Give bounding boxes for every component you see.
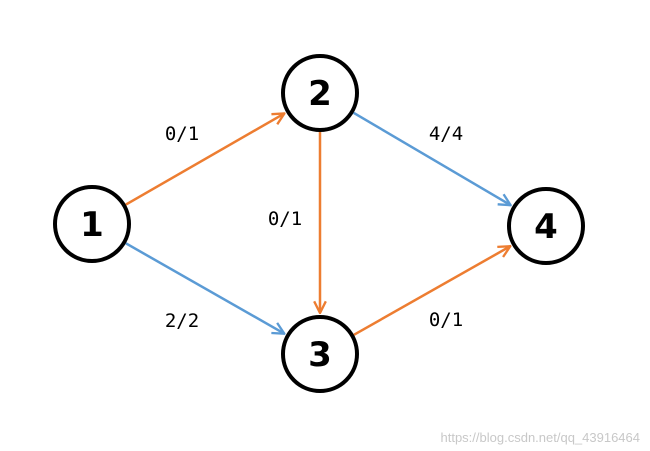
node-2-label: 2: [308, 74, 332, 114]
watermark-text: https://blog.csdn.net/qq_43916464: [441, 430, 641, 445]
node-3: 3: [281, 315, 359, 393]
node-1-label: 1: [80, 205, 104, 245]
edge-3-4-label: 0/1: [429, 309, 463, 331]
edge-2-3-label: 0/1: [268, 208, 302, 230]
node-4-circle: [507, 187, 585, 265]
edge-1-3-label: 2/2: [165, 310, 199, 332]
node-3-circle: [281, 315, 359, 393]
node-4: 4: [507, 187, 585, 265]
node-2-circle: [281, 54, 359, 132]
node-2: 2: [281, 54, 359, 132]
edge-1-2-arrow: [125, 113, 285, 206]
node-3-label: 3: [308, 335, 332, 375]
node-1: 1: [53, 185, 131, 263]
edge-2-4-label: 4/4: [429, 123, 463, 145]
edge-2-4-arrow: [352, 111, 511, 205]
edges-layer: 0/1 2/2 0/1 4/4 0/1: [125, 111, 511, 336]
edge-3-4-arrow: [353, 246, 510, 336]
nodes-layer: 1 2 3 4: [53, 54, 585, 393]
node-4-label: 4: [534, 207, 558, 247]
node-1-circle: [53, 185, 131, 263]
edge-1-2-label: 0/1: [165, 123, 199, 145]
edge-1-3-arrow: [125, 242, 285, 333]
